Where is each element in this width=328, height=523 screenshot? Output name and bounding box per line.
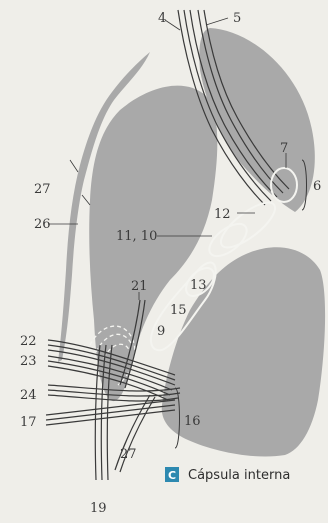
caption-text: Cápsula interna <box>188 468 290 483</box>
label-24: 24 <box>20 388 37 403</box>
label-19: 19 <box>90 501 107 516</box>
label-21: 21 <box>131 279 148 294</box>
label-27-top: 27 <box>34 182 51 197</box>
label-16: 16 <box>184 414 201 429</box>
caption-badge-letter: C <box>168 469 176 482</box>
label-17: 17 <box>20 415 37 430</box>
label-15: 15 <box>170 303 187 318</box>
label-9: 9 <box>157 324 165 339</box>
label-11-10: 11, 10 <box>116 229 157 244</box>
label-13: 13 <box>190 278 207 293</box>
label-7: 7 <box>280 141 288 156</box>
label-26: 26 <box>34 217 51 232</box>
label-5: 5 <box>233 11 241 26</box>
label-23: 23 <box>20 354 37 369</box>
segment-12 <box>215 195 282 255</box>
figure-caption: C Cápsula interna <box>165 467 290 483</box>
label-27-bottom: 27 <box>120 447 137 462</box>
label-4: 4 <box>158 11 166 26</box>
label-12: 12 <box>214 207 231 222</box>
label-6: 6 <box>313 179 321 194</box>
label-22: 22 <box>20 334 37 349</box>
